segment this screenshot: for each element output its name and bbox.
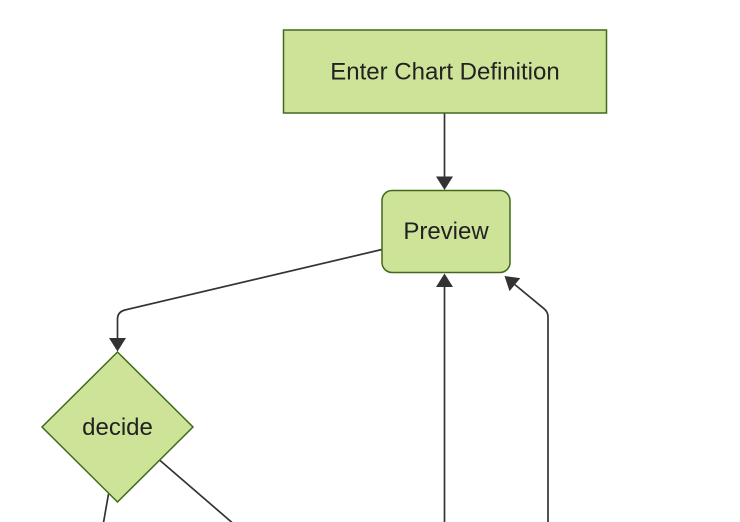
arrowhead-enter-chart-definition-to-preview-icon bbox=[436, 176, 453, 190]
edge-decide-to-offscreen-bottom-right bbox=[158, 459, 233, 522]
arrowhead-offscreen-bottom-right-to-preview-icon bbox=[504, 276, 521, 292]
node-enter-chart-definition-label: Enter Chart Definition bbox=[330, 59, 559, 86]
node-preview-label: Preview bbox=[403, 218, 489, 245]
edge-preview-to-decide bbox=[116, 248, 383, 339]
node-decide-shape bbox=[40, 350, 195, 504]
arrowhead-offscreen-bottom-to-preview-icon bbox=[436, 273, 453, 287]
node-enter-chart-definition-shape bbox=[282, 29, 608, 114]
edge-decide-to-offscreen-bottom-left bbox=[102, 493, 110, 522]
node-layer: Enter Chart Definition Preview decide bbox=[40, 29, 608, 504]
arrowhead-preview-to-decide-icon bbox=[109, 338, 126, 352]
edge-offscreen-bottom-right-to-preview bbox=[514, 283, 549, 522]
node-enter-chart-definition: Enter Chart Definition bbox=[282, 29, 608, 114]
node-preview-shape bbox=[381, 189, 511, 274]
node-decide: decide bbox=[40, 350, 195, 504]
node-decide-label: decide bbox=[82, 414, 153, 441]
node-preview: Preview bbox=[381, 189, 511, 274]
edge-layer bbox=[102, 113, 549, 522]
